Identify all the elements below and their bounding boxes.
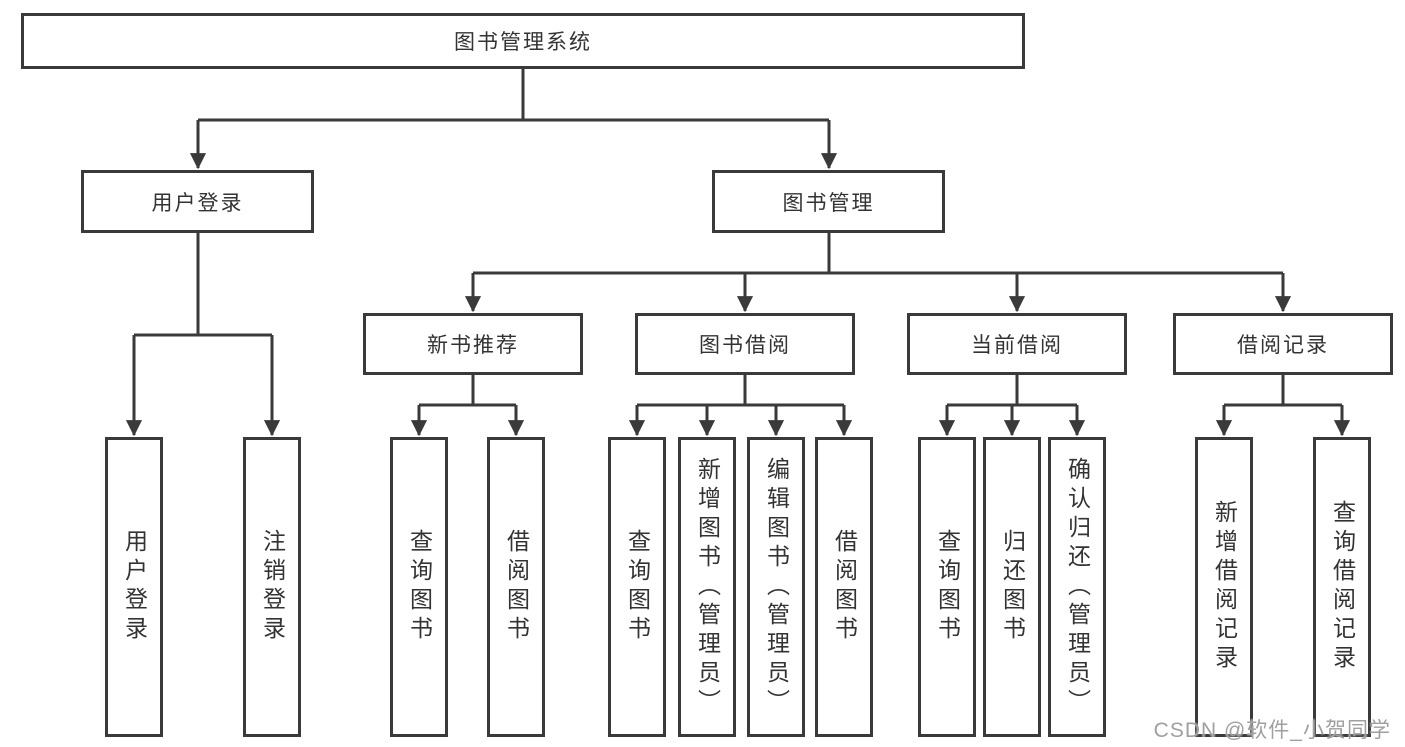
node-leaf-borrow-books-recommend-label: 借阅图书: [503, 529, 530, 645]
node-new-book-recommend-label: 新书推荐: [427, 334, 519, 357]
node-leaf-add-books-admin: 新增图书（管理员）: [678, 437, 736, 737]
node-leaf-add-books-admin-label: 新增图书（管理员）: [694, 456, 721, 718]
node-leaf-query-borrow-record: 查询借阅记录: [1313, 437, 1371, 737]
node-borrow-records-label: 借阅记录: [1237, 334, 1329, 357]
node-leaf-borrow-books-recommend: 借阅图书: [487, 437, 545, 737]
node-root-label: 图书管理系统: [454, 31, 592, 54]
node-leaf-edit-books-admin-label: 编辑图书（管理员）: [763, 456, 790, 718]
node-current-borrow-label: 当前借阅: [971, 334, 1063, 357]
node-leaf-borrow-books: 借阅图书: [815, 437, 873, 737]
node-leaf-user-login-label: 用户登录: [121, 529, 148, 645]
node-leaf-confirm-return-admin: 确认归还（管理员）: [1048, 437, 1106, 737]
node-book-borrow: 图书借阅: [635, 313, 855, 375]
node-leaf-query-books-borrow-label: 查询图书: [624, 529, 651, 645]
node-book-management-label: 图书管理: [782, 191, 875, 215]
node-leaf-edit-books-admin: 编辑图书（管理员）: [747, 437, 805, 737]
node-current-borrow: 当前借阅: [907, 313, 1127, 375]
node-user-login-label: 用户登录: [151, 191, 244, 215]
node-borrow-records: 借阅记录: [1173, 313, 1393, 375]
node-leaf-query-books-borrow: 查询图书: [608, 437, 666, 737]
node-new-book-recommend: 新书推荐: [363, 313, 583, 375]
node-leaf-query-books-current: 查询图书: [918, 437, 976, 737]
node-leaf-add-borrow-record: 新增借阅记录: [1195, 437, 1253, 737]
node-leaf-confirm-return-admin-label: 确认归还（管理员）: [1064, 456, 1091, 718]
node-leaf-query-borrow-record-label: 查询借阅记录: [1329, 500, 1356, 674]
node-leaf-add-borrow-record-label: 新增借阅记录: [1211, 500, 1238, 674]
node-leaf-query-books-current-label: 查询图书: [934, 529, 961, 645]
node-leaf-return-books: 归还图书: [983, 437, 1041, 737]
node-leaf-borrow-books-label: 借阅图书: [831, 529, 858, 645]
node-leaf-query-books-recommend-label: 查询图书: [406, 529, 433, 645]
node-leaf-logout-label: 注销登录: [259, 529, 286, 645]
csdn-watermark: CSDN @软件_小贺同学: [1153, 719, 1391, 742]
node-user-login: 用户登录: [81, 170, 314, 233]
node-root: 图书管理系统: [21, 13, 1025, 69]
node-leaf-user-login: 用户登录: [105, 437, 163, 737]
node-book-borrow-label: 图书借阅: [699, 334, 791, 357]
node-leaf-logout: 注销登录: [243, 437, 301, 737]
node-book-management: 图书管理: [712, 170, 945, 233]
node-leaf-query-books-recommend: 查询图书: [390, 437, 448, 737]
node-leaf-return-books-label: 归还图书: [999, 529, 1026, 645]
